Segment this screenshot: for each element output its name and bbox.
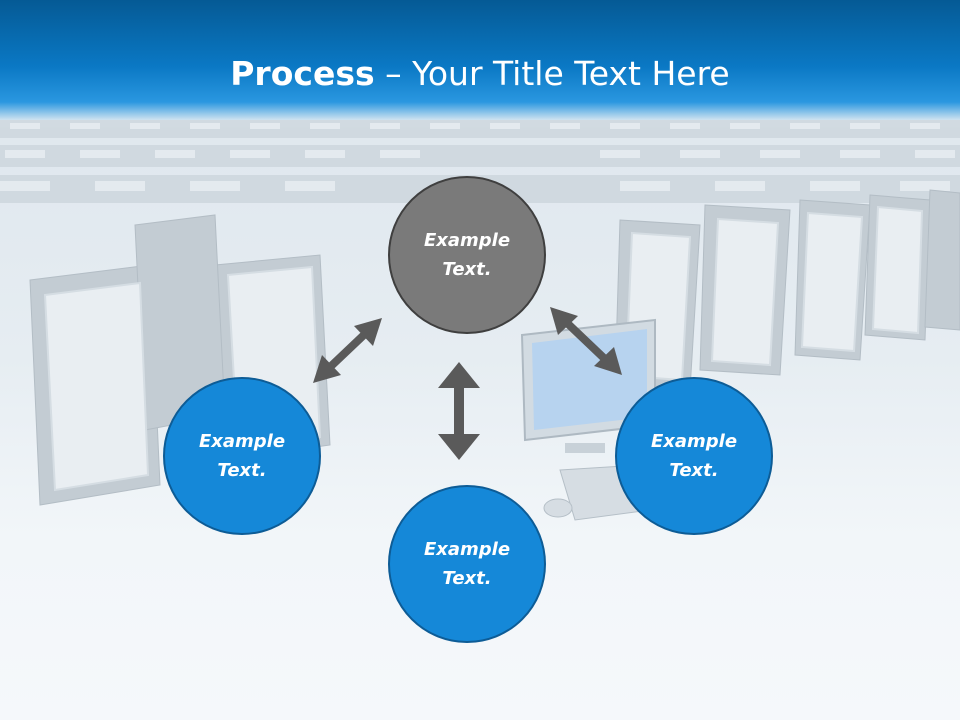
title-banner xyxy=(0,0,960,120)
arrow-top-bottom xyxy=(438,362,480,460)
node-left-text: Example Text. xyxy=(198,431,286,481)
arrow-top-left xyxy=(313,318,382,383)
node-right-text: Example Text. xyxy=(650,431,738,481)
title-bold: Process xyxy=(230,54,375,93)
slide-title: Process – Your Title Text Here xyxy=(0,52,960,96)
server-rack-illustration xyxy=(0,120,960,521)
arrow-top-right xyxy=(550,307,622,375)
node-left[interactable]: Example Text. xyxy=(163,377,321,535)
node-right[interactable]: Example Text. xyxy=(615,377,773,535)
node-bottom[interactable]: Example Text. xyxy=(388,485,546,643)
title-rest: – Your Title Text Here xyxy=(374,54,730,93)
node-top[interactable]: Example Text. xyxy=(388,176,546,334)
node-bottom-text: Example Text. xyxy=(423,539,511,589)
node-top-text: Example Text. xyxy=(423,230,511,280)
